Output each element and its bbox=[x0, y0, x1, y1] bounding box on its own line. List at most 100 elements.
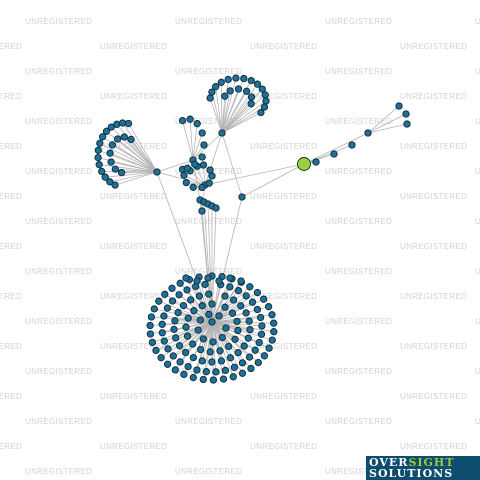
graph-node[interactable] bbox=[238, 359, 247, 367]
graph-node[interactable] bbox=[169, 352, 177, 360]
graph-node[interactable] bbox=[268, 336, 276, 344]
graph-node[interactable] bbox=[234, 326, 242, 335]
graph-node[interactable] bbox=[189, 340, 197, 348]
graph-node[interactable] bbox=[262, 97, 270, 105]
graph-node[interactable] bbox=[172, 334, 180, 342]
graph-node[interactable] bbox=[181, 348, 190, 357]
graph-node[interactable] bbox=[238, 193, 246, 201]
graph-node[interactable] bbox=[118, 119, 127, 127]
graph-node[interactable] bbox=[194, 326, 202, 334]
graph-node[interactable] bbox=[228, 309, 237, 317]
graph-node[interactable] bbox=[190, 307, 198, 315]
graph-node[interactable] bbox=[226, 354, 235, 362]
graph-node[interactable] bbox=[229, 296, 238, 304]
graph-node[interactable] bbox=[206, 166, 214, 174]
graph-node[interactable] bbox=[257, 330, 266, 338]
graph-node[interactable] bbox=[196, 316, 205, 324]
graph-node[interactable] bbox=[168, 297, 177, 305]
graph-node[interactable] bbox=[189, 183, 197, 191]
graph-node[interactable] bbox=[261, 91, 269, 99]
graph-node[interactable] bbox=[94, 146, 102, 154]
graph-node[interactable] bbox=[221, 292, 229, 300]
graph-node[interactable] bbox=[242, 87, 251, 95]
graph-node[interactable] bbox=[260, 352, 269, 360]
graph-node[interactable] bbox=[208, 300, 216, 308]
graph-node[interactable] bbox=[150, 305, 158, 313]
graph-node[interactable] bbox=[364, 129, 372, 137]
graph-node[interactable] bbox=[147, 313, 156, 321]
graph-node[interactable] bbox=[158, 320, 166, 328]
graph-node[interactable] bbox=[224, 75, 232, 84]
graph-node[interactable] bbox=[146, 321, 154, 330]
graph-node[interactable] bbox=[209, 338, 217, 346]
graph-node[interactable] bbox=[237, 277, 245, 285]
graph-node[interactable] bbox=[248, 298, 257, 306]
graph-node[interactable] bbox=[264, 303, 273, 311]
graph-node[interactable] bbox=[206, 94, 214, 102]
graph-node[interactable] bbox=[113, 120, 121, 128]
graph-node[interactable] bbox=[98, 167, 106, 176]
graph-node[interactable] bbox=[257, 108, 265, 117]
graph-node[interactable] bbox=[208, 318, 216, 326]
graph-node[interactable] bbox=[330, 150, 338, 158]
graph-node[interactable] bbox=[178, 116, 187, 125]
graph-node[interactable] bbox=[198, 183, 206, 192]
graph-node[interactable] bbox=[246, 326, 254, 334]
graph-node[interactable] bbox=[206, 348, 214, 356]
graph-node[interactable] bbox=[242, 309, 250, 317]
graph-node[interactable] bbox=[201, 280, 209, 289]
graph-node[interactable] bbox=[184, 314, 192, 322]
graph-node[interactable] bbox=[155, 297, 163, 305]
graph-node[interactable] bbox=[160, 337, 168, 345]
graph-node[interactable] bbox=[204, 274, 212, 282]
graph-node[interactable] bbox=[225, 342, 233, 351]
graph-node[interactable] bbox=[179, 301, 188, 310]
graph-node[interactable] bbox=[182, 323, 190, 331]
graph-node[interactable] bbox=[270, 319, 278, 327]
graph-node[interactable] bbox=[209, 376, 218, 384]
graph-node[interactable] bbox=[258, 85, 266, 93]
graph-node[interactable] bbox=[253, 305, 262, 314]
graph-node[interactable] bbox=[198, 153, 206, 161]
graph-node[interactable] bbox=[189, 353, 198, 362]
graph-node[interactable] bbox=[256, 313, 265, 322]
graph-node[interactable] bbox=[208, 88, 216, 96]
graph-node[interactable] bbox=[187, 296, 195, 304]
graph-node[interactable] bbox=[265, 344, 273, 352]
graph-node[interactable] bbox=[171, 317, 179, 325]
graph-node[interactable] bbox=[247, 100, 255, 108]
graph-node[interactable] bbox=[255, 338, 263, 347]
graph-node[interactable] bbox=[234, 349, 242, 357]
graph-node[interactable] bbox=[94, 153, 102, 162]
graph-node[interactable] bbox=[221, 92, 229, 100]
graph-node[interactable] bbox=[183, 332, 192, 340]
focus-node[interactable] bbox=[297, 157, 311, 171]
graph-node[interactable] bbox=[163, 304, 172, 312]
graph-node[interactable] bbox=[200, 141, 208, 149]
graph-node[interactable] bbox=[193, 277, 201, 285]
graph-node[interactable] bbox=[148, 338, 157, 347]
graph-node[interactable] bbox=[226, 283, 234, 291]
graph-node[interactable] bbox=[402, 110, 410, 118]
graph-node[interactable] bbox=[245, 353, 254, 361]
graph-node[interactable] bbox=[183, 286, 191, 294]
graph-node[interactable] bbox=[124, 119, 133, 128]
graph-node[interactable] bbox=[246, 283, 254, 291]
graph-node[interactable] bbox=[245, 317, 253, 325]
graph-node[interactable] bbox=[247, 76, 255, 85]
graph-node[interactable] bbox=[199, 375, 207, 384]
graph-node[interactable] bbox=[198, 302, 206, 310]
graph-node[interactable] bbox=[198, 207, 206, 215]
graph-node[interactable] bbox=[202, 368, 210, 376]
graph-node[interactable] bbox=[212, 368, 220, 376]
graph-node[interactable] bbox=[196, 345, 205, 354]
graph-node[interactable] bbox=[260, 295, 268, 303]
graph-node[interactable] bbox=[244, 334, 252, 342]
graph-node[interactable] bbox=[260, 103, 269, 111]
graph-node[interactable] bbox=[195, 292, 203, 300]
graph-node[interactable] bbox=[176, 358, 184, 366]
graph-node[interactable] bbox=[153, 168, 161, 176]
graph-node[interactable] bbox=[175, 342, 184, 350]
graph-node[interactable] bbox=[163, 360, 172, 368]
graph-node[interactable] bbox=[217, 357, 226, 365]
